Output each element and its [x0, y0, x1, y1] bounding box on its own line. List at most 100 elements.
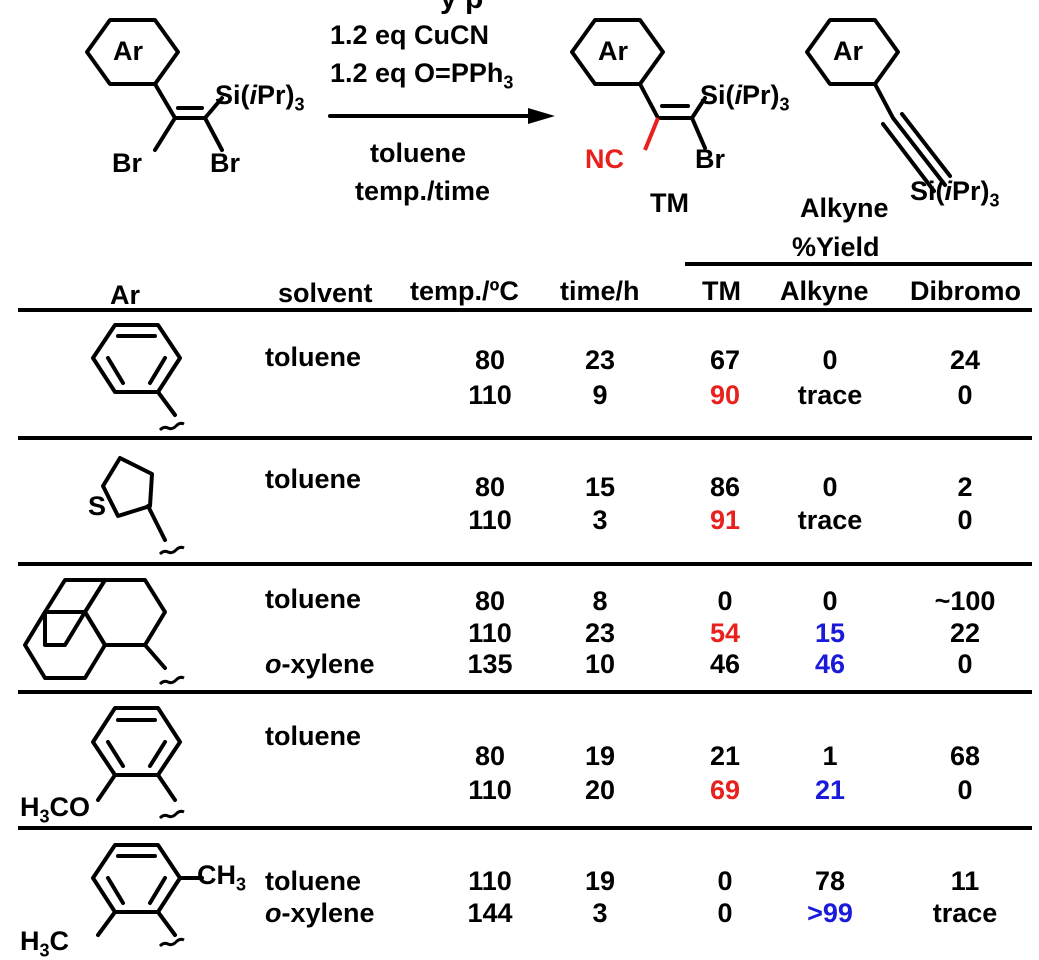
header-ar: Ar: [110, 280, 141, 310]
ar-label-tm: Ar: [598, 36, 629, 66]
table-cell-time: 20: [584, 775, 616, 805]
table-cell-tm: 69: [709, 775, 741, 805]
table-cell-alkyne: 0: [822, 472, 838, 502]
table-cell-solvent: toluene: [265, 721, 362, 751]
table-cell-alkyne: 21: [814, 775, 846, 805]
table-cell-dibromo: 22: [949, 618, 981, 648]
table-cell-solvent: o-xylene: [265, 898, 375, 928]
start-skeleton: [153, 82, 224, 152]
table-cell-alkyne: 1: [822, 741, 838, 771]
table-cell-solvent: toluene: [265, 584, 362, 614]
table-cell-alkyne: 0: [822, 586, 838, 616]
table-cell-dibromo: 0: [957, 775, 973, 805]
br-tm: Br: [695, 144, 726, 174]
table-cell-time: 15: [584, 472, 616, 502]
table-cell-solvent: o-xylene: [265, 649, 375, 679]
table-cell-dibromo: 11: [950, 866, 980, 896]
ar-label-alkyne: Ar: [833, 36, 864, 66]
table-cell-temp: 144: [467, 898, 513, 928]
table-cell-tm: 91: [709, 505, 741, 535]
wavy-bond-5: [158, 937, 185, 948]
table-cell-temp: 135: [467, 649, 513, 679]
br-left: Br: [112, 148, 143, 178]
table-cell-temp: 80: [474, 586, 506, 616]
thiophene-s-label: S: [88, 491, 107, 521]
table-cell-solvent: toluene: [265, 464, 362, 494]
table-cell-alkyne: 46: [814, 649, 846, 679]
table-cell-temp: 80: [474, 345, 506, 375]
header-alkyne: Alkyne: [780, 276, 869, 306]
title-fragment: y p: [440, 0, 483, 14]
table-cell-tm: 0: [717, 898, 733, 928]
table-cell-tm: 54: [709, 618, 741, 648]
table-cell-temp: 80: [474, 472, 506, 502]
methyl-label-2: H3C: [20, 926, 70, 960]
table-cell-time: 8: [592, 586, 608, 616]
table-cell-solvent: toluene: [265, 342, 362, 372]
thiophene-ring: [101, 456, 154, 518]
table-cell-alkyne: 0: [822, 345, 838, 375]
table-cell-temp: 80: [474, 741, 506, 771]
table-cell-time: 19: [584, 741, 616, 771]
table-cell-dibromo: trace: [932, 898, 998, 928]
table-cell-time: 3: [592, 505, 608, 535]
table-cell-temp: 110: [468, 618, 512, 648]
table-cell-tm: 67: [709, 345, 741, 375]
table-cell-tm: 86: [709, 472, 741, 502]
table-cell-dibromo: 0: [957, 649, 973, 679]
reagent-solvent: toluene: [370, 138, 467, 168]
nc-label: NC: [585, 144, 624, 174]
reagent-line1: 1.2 eq CuCN: [330, 20, 490, 50]
methoxy-label: H3CO: [20, 792, 91, 827]
table-cell-tm: 21: [709, 741, 741, 771]
si-start: Si(iPr)3: [215, 80, 305, 115]
si-alkyne: Si(iPr)3: [910, 176, 1000, 211]
table-cell-tm: 90: [709, 380, 741, 410]
table-cell-time: 9: [592, 380, 608, 410]
table-cell-dibromo: 68: [949, 741, 981, 771]
table-cell-alkyne: 78: [814, 866, 846, 896]
alkyne-label: Alkyne: [800, 193, 889, 223]
reagent-conditions: temp./time: [355, 176, 491, 206]
yield-group-header: %Yield: [792, 232, 880, 262]
table-cell-time: 3: [592, 898, 608, 928]
br-right: Br: [210, 148, 241, 178]
si-tm: Si(iPr)3: [700, 80, 790, 115]
table-cell-dibromo: ~100: [934, 586, 996, 616]
reagent-line2: 1.2 eq O=PPh3: [330, 58, 514, 93]
header-time: time/h: [560, 276, 640, 306]
wavy-bond-1: [158, 421, 185, 432]
table-cell-alkyne: >99: [807, 898, 853, 928]
table-cell-time: 19: [584, 866, 616, 896]
tm-label: TM: [650, 188, 689, 218]
table-cell-time: 23: [584, 345, 616, 375]
table-cell-alkyne: 15: [814, 618, 846, 648]
table-cell-temp: 110: [468, 380, 512, 410]
table-cell-temp: 110: [468, 775, 512, 805]
table-cell-time: 23: [584, 618, 616, 648]
table-cell-tm: 46: [709, 649, 741, 679]
table-cell-time: 10: [584, 649, 616, 679]
table-cell-alkyne: trace: [797, 505, 863, 535]
header-temp: temp./ºC: [410, 276, 519, 306]
table-cell-temp: 110: [468, 866, 512, 896]
wavy-bond-2: [158, 545, 185, 556]
table-cell-dibromo: 0: [957, 505, 973, 535]
table-cell-dibromo: 2: [957, 472, 973, 502]
table-cell-alkyne: trace: [797, 380, 863, 410]
header-tm: TM: [702, 276, 741, 306]
methyl-label: CH3: [197, 860, 247, 895]
table-cell-tm: 0: [717, 586, 733, 616]
naphthalene-ring-b: [23, 610, 107, 680]
table-cell-dibromo: 0: [957, 380, 973, 410]
table-cell-solvent: toluene: [265, 866, 362, 896]
header-dibromo: Dibromo: [910, 276, 1021, 306]
header-solvent: solvent: [278, 278, 373, 308]
table-cell-tm: 0: [717, 866, 733, 896]
ar-label-start: Ar: [113, 36, 144, 66]
table-cell-dibromo: 24: [949, 345, 981, 375]
arrow-head: [528, 108, 555, 124]
wavy-bond-3: [158, 675, 185, 686]
table-cell-temp: 110: [468, 505, 512, 535]
